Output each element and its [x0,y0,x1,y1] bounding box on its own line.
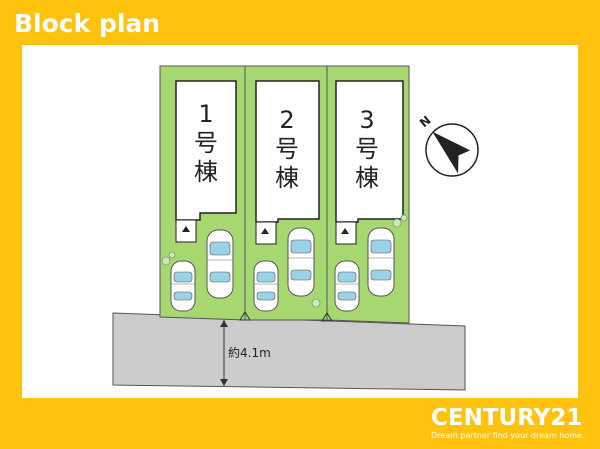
lot-3-number: 3 [359,106,374,134]
lot-1-entrance-arrow [182,226,190,232]
lot-2-char-go: 号 [275,135,299,163]
lot-1-car-large [206,229,234,299]
logo-background [412,400,600,449]
header-tab [0,0,190,45]
lot-1-number: 1 [198,100,213,128]
lot-3-char-go: 号 [355,135,379,163]
shrub [161,256,171,266]
lot-2-entrance-arrow [261,228,269,234]
logo-tagline: Dream partner find your dream home. [431,431,585,440]
boundary-marker [321,312,333,322]
shrub [168,251,176,259]
lot-1-char-to: 棟 [194,158,218,186]
lot-1: 1 号 棟 [159,65,246,321]
shrub [392,218,402,228]
lot-2-car-large [287,227,315,297]
lot-1-car-small [170,260,196,312]
lot-3-char-to: 棟 [355,164,379,192]
lot-1-char-go: 号 [194,129,218,157]
shrub [311,298,321,308]
lot-3-entrance-arrow [341,228,349,234]
page-title: Block plan [14,9,160,38]
road [112,312,466,391]
logo-brand: CENTURY21 [431,405,582,431]
road-width-label: 約4.1m [228,345,271,360]
dimension-arrow-top [220,320,228,327]
lot-2-car-small [253,260,279,312]
dimension-arrow-bottom [220,379,228,386]
century21-logo: CENTURY21 Dream partner find your dream … [412,400,600,449]
lot-3-car-large [367,227,395,297]
north-arrow-icon [432,131,471,174]
lot-2-number: 2 [279,106,294,134]
shrub [400,214,408,222]
boundary-marker [239,311,251,321]
road-width-dimension: 約4.1m [220,320,271,386]
lot-2-char-to: 棟 [275,164,299,192]
lot-3-car-small [334,260,360,312]
lot-2: 2 号 棟 [244,65,328,321]
lot-3: 3 号 棟 [326,65,410,324]
